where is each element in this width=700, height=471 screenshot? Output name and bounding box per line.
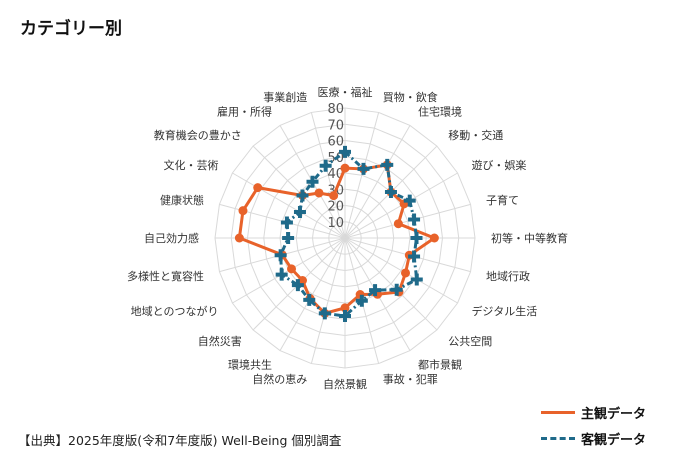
series-1-point-20 [293,206,306,218]
series-1-point-13 [318,307,331,320]
category-label-22: 雇用・所得 [217,105,272,119]
category-label-2: 住宅環境 [418,105,462,119]
category-label-5: 子育て [486,193,519,207]
spoke-14 [279,237,346,351]
series-line-0 [237,163,436,315]
series-0-point-12 [340,303,350,313]
series-1-point-11 [355,294,368,307]
category-label-3: 移動・交通 [448,128,503,142]
category-label-20: 文化・芸術 [164,158,219,172]
legend-swatch-objective [541,436,575,440]
series-0-point-16 [287,264,297,274]
series-0-point-18 [234,233,244,243]
series-0-point-5 [393,219,403,229]
category-label-15: 自然災害 [198,334,242,348]
category-label-1: 買物・飲食 [383,90,438,104]
spoke-8 [344,237,458,304]
series-0-point-19 [238,206,248,216]
series-1-point-21 [296,189,309,202]
category-label-4: 遊び・娯楽 [471,158,526,172]
series-0-point-15 [297,276,307,286]
series-1-point-19 [280,216,293,229]
category-label-18: 自己効力感 [144,231,199,245]
category-label-16: 地域とのつながり [131,304,219,318]
r-tick-label: 80 [327,102,344,117]
source-note: 【出典】2025年度版(令和7年度版) Well-Being 個別調査 [18,433,342,448]
chart-title: カテゴリー別 [20,19,122,39]
category-label-12: 自然景観 [323,377,367,391]
category-label-13: 自然の恵み [252,372,307,386]
category-label-14: 環境共生 [228,357,272,371]
series-1-point-3 [384,186,397,199]
series-1-point-17 [274,249,287,262]
spoke-1 [344,112,380,239]
series-1-point-7 [408,250,421,263]
series-1-point-15 [291,279,304,292]
category-label-21: 教育機会の豊かさ [154,128,242,142]
series-0-point-23 [329,191,339,201]
series-1-point-22 [306,175,319,188]
legend-item-objective: 客観データ [541,426,646,450]
series-1-point-4 [403,194,416,207]
series-1-point-2 [381,158,394,171]
category-label-7: 地域行政 [486,269,530,283]
series-1-point-12 [339,310,351,322]
legend-swatch-subjective [541,410,575,414]
series-1-point-1 [357,162,370,175]
legend-label-objective: 客観データ [581,432,647,448]
series-1-point-6 [410,232,423,244]
series-0-point-22 [314,188,324,198]
category-label-11: 事故・犯罪 [383,372,438,386]
series-1-point-23 [319,159,332,172]
category-label-6: 初等・中等教育 [491,231,568,245]
r-tick-label: 10 [327,216,344,231]
spoke-9 [344,237,438,331]
series-1-point-10 [369,284,382,297]
legend-item-subjective: 主観データ [541,400,646,424]
series-0-point-8 [401,268,411,278]
category-label-0: 医療・福祉 [318,85,373,99]
category-label-19: 健康状態 [160,193,204,207]
r-tick-label: 20 [327,200,344,215]
category-label-10: 都市景観 [418,357,462,371]
series-1-point-18 [282,232,295,244]
legend-label-subjective: 主観データ [581,406,647,422]
series-0-point-0 [340,163,350,173]
series-1-point-14 [303,293,316,306]
legend: 主観データ 客観データ [541,400,646,452]
series-1-point-0 [339,145,351,158]
category-label-17: 多様性と寛容性 [127,269,204,283]
series-0-point-20 [253,183,263,193]
series-0-point-6 [429,233,439,243]
spoke-23 [310,112,346,239]
r-tick-label: 60 [327,135,344,150]
series-1-point-8 [410,273,423,286]
r-tick-label: 70 [327,118,344,133]
series-1-point-9 [390,283,403,296]
category-label-9: 公共空間 [448,334,492,348]
spoke-2 [344,125,411,239]
category-label-23: 事業創造 [263,90,307,104]
spoke-13 [310,237,346,364]
series-1-point-16 [275,268,288,281]
series-1-point-5 [408,213,421,226]
category-label-8: デジタル生活 [471,304,537,318]
spoke-21 [252,145,346,239]
spoke-20 [232,172,346,239]
spoke-5 [344,203,471,239]
